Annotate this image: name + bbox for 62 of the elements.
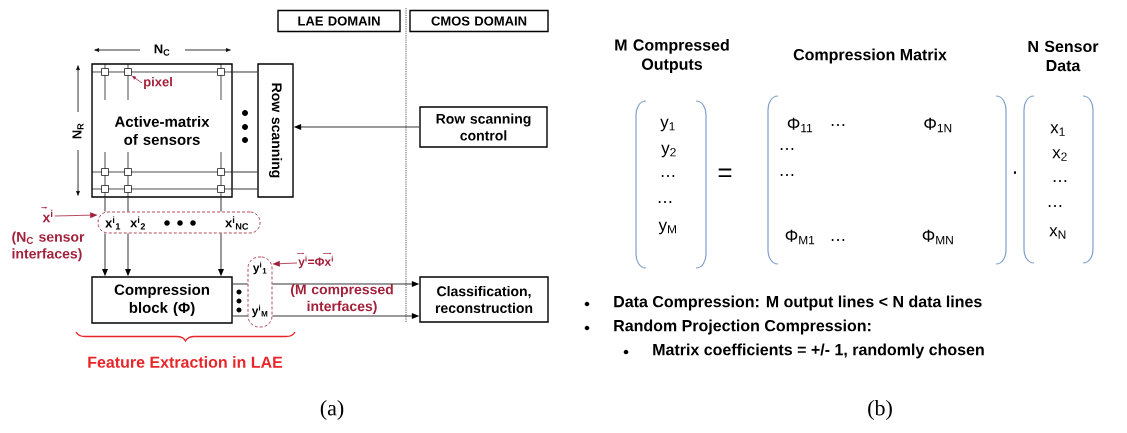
arrow	[102, 233, 108, 277]
column-heading: Compression Matrix	[793, 48, 947, 64]
sensor-output-group: x$^{i}$1 x$^{i}$2 x$^{i}$NC	[97, 211, 261, 234]
pixel-label: pixel	[144, 76, 172, 90]
compression-box: Compression block (Φ)	[91, 276, 233, 324]
arrow	[125, 233, 131, 277]
matrix-entry: ·	[1013, 171, 1017, 174]
arrow	[54, 212, 98, 219]
matrix-entry: …	[661, 175, 675, 177]
column-heading: M Compressed Outputs	[615, 38, 729, 74]
matrix-entry: …	[831, 124, 845, 126]
domain-label: CMOS DOMAIN	[409, 9, 549, 33]
matrix-entry: y$_{2}$	[661, 144, 676, 158]
row-line	[232, 188, 258, 190]
matrix-entry: Φ$_{M1}$	[785, 229, 815, 245]
matrix-entry: …	[780, 148, 794, 150]
matrix-entry: y$_{1}$	[660, 118, 675, 132]
matrix-entry: Φ$_{MN}$	[922, 229, 953, 245]
arrow	[272, 281, 420, 287]
pixel-square	[124, 68, 132, 76]
matrix-entry: x$_{1}$	[1050, 124, 1065, 136]
compressed-output-group: y$^{i}$1 y$^{i}$M	[247, 256, 273, 328]
arrow	[293, 124, 420, 130]
arrow	[218, 233, 224, 277]
row-line	[232, 171, 258, 173]
matrix-entry: …	[658, 201, 672, 203]
vector-label: x$^{i}$	[40, 206, 53, 223]
matrix-entry: x$_{2}$	[1052, 149, 1067, 161]
arrow	[272, 313, 420, 319]
section-label: Feature Extraction in LAE	[88, 356, 283, 368]
column-line	[104, 197, 106, 212]
matrix-entry: …	[1053, 180, 1067, 182]
bullet-text: Random Projection Compression:	[614, 319, 871, 335]
output-line	[232, 283, 248, 285]
row-scanning-box: Row scanning	[257, 63, 294, 198]
panel-label: (b)	[868, 400, 892, 420]
dimension-label: N$_{R}$	[72, 123, 84, 139]
row-line	[232, 71, 258, 73]
annotation-text: (N$_{C}$ sensor interfaces)	[12, 231, 85, 262]
column-heading: N Sensor Data	[1028, 40, 1099, 72]
matrix-entry: Φ$_{11}$	[787, 117, 813, 133]
leader-line	[131, 75, 143, 84]
matrix-entry: y$_{M}$	[658, 221, 676, 235]
bullet-text: Data Compression: M output lines < N data lines	[614, 295, 982, 311]
bullet-text: Matrix coefficients = +/- 1, randomly chosen	[653, 343, 984, 359]
matrix-entry: …	[831, 239, 845, 241]
dimension-label: N$_{C}$	[154, 44, 170, 56]
panel-label: (a)	[320, 400, 344, 420]
matrix-entry: …	[1048, 205, 1062, 207]
matrix-entry: x$_{N}$	[1049, 227, 1066, 239]
annotation-text: (M compressed interfaces)	[290, 284, 393, 314]
domain-label: LAE DOMAIN	[277, 9, 401, 33]
matrix-entry: =	[718, 168, 732, 177]
matrix-entry: …	[780, 174, 794, 176]
matrix-entry: Φ$_{1N}$	[924, 117, 952, 133]
column-line	[127, 197, 129, 212]
output-line	[232, 315, 248, 317]
equation-label: y$^{i}$=Φx$^{i}$	[296, 252, 333, 269]
classification-box: Classification, reconstruction	[419, 276, 549, 323]
control-box: Row scanning control	[419, 106, 548, 148]
column-line	[220, 197, 222, 212]
arrow	[272, 260, 298, 267]
